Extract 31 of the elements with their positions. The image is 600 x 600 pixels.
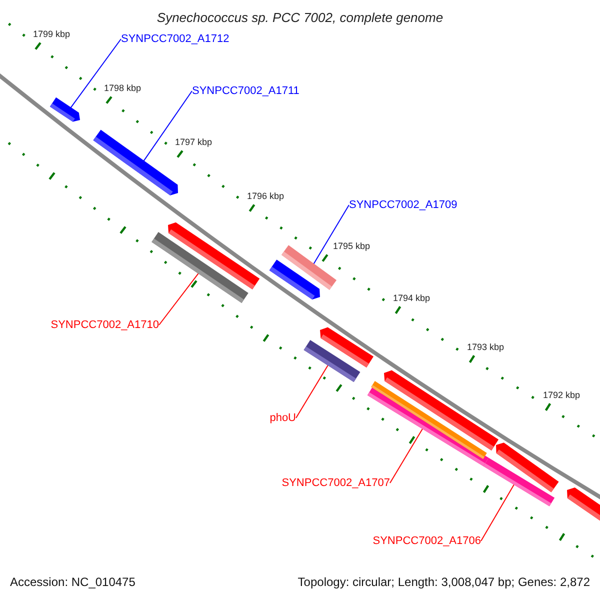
gene-label: SYNPCC7002_A1707 [282,476,390,490]
tick-label: 1797 kbp [175,136,212,149]
leader-line [142,90,192,162]
gene-label: SYNPCC7002_A1710 [50,318,159,332]
footer-text: Accession: NC_010475 [10,574,136,591]
gene-bar [384,370,499,451]
gene-bar [496,442,559,493]
gene-bar [49,97,80,122]
tick-label: 1794 kbp [393,292,430,305]
gene-label: SYNPCC7002_A1706 [372,534,481,548]
leader-line [480,483,515,542]
gene-label: SYNPCC7002_A1709 [349,198,458,212]
gene-bar [168,222,260,290]
tick-label: 1793 kbp [467,341,504,354]
tick-label: 1795 kbp [333,240,370,253]
gene-label: phoU [270,411,296,425]
tick-label: 1798 kbp [104,82,142,95]
gene-label: SYNPCC7002_A1712 [121,32,230,46]
gene-bar [269,259,320,300]
map-title: Synechococcus sp. PCC 7002, complete genome [156,9,444,27]
leader-line [312,204,350,265]
leader-line [70,38,122,109]
gene-bar [320,327,374,368]
footer-text: Topology: circular; Length: 3,008,047 bp; Genes: 2,872 [298,574,590,591]
tick-label: 1799 kbp [33,28,70,41]
tick-label: 1792 kbp [543,389,580,402]
leader-line [390,428,424,484]
gene-label: SYNPCC7002_A1711 [192,84,300,98]
leader-line [158,272,200,326]
leader-line [296,364,329,418]
tick-label: 1796 kbp [247,190,284,203]
